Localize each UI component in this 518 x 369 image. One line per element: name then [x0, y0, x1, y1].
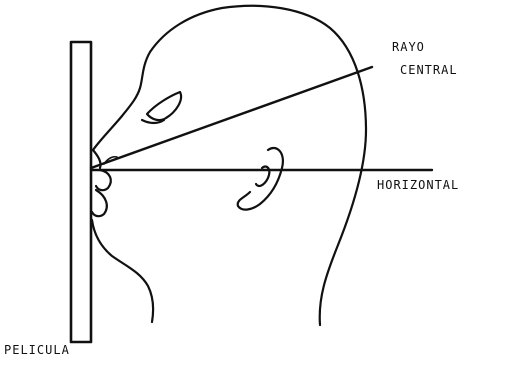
mouth [96, 170, 111, 190]
lower-lip [92, 190, 107, 216]
eye [147, 92, 181, 120]
head-outline [93, 6, 366, 325]
label-central: CENTRAL [400, 63, 458, 77]
central-ray-line [91, 67, 372, 168]
jaw-line [92, 220, 153, 322]
label-pelicula: PELICULA [4, 343, 70, 357]
label-rayo: RAYO [392, 40, 425, 54]
label-horizontal: HORIZONTAL [377, 178, 459, 192]
ear [238, 148, 283, 210]
film-plate [71, 42, 91, 342]
